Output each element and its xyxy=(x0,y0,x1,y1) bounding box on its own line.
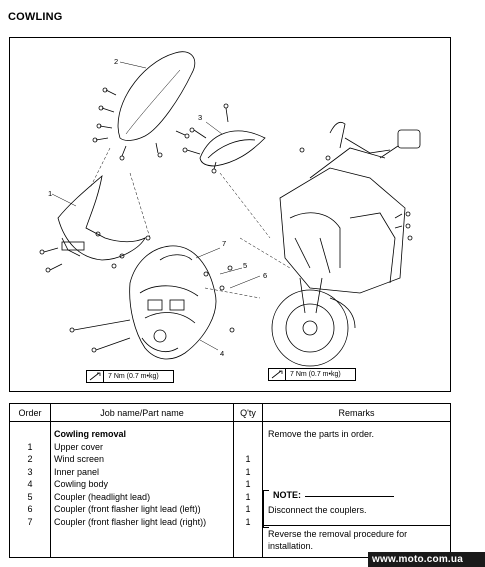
torque-wrench-icon xyxy=(87,371,104,382)
callout-5: 5 xyxy=(243,261,247,270)
order-column: 1 2 3 4 5 6 7 xyxy=(9,421,51,558)
footer-url[interactable]: www.moto.com.ua xyxy=(372,554,463,565)
table-header-row: Order Job name/Part name Q'ty Remarks xyxy=(9,403,451,422)
callout-6: 6 xyxy=(263,271,267,280)
note-text: Disconnect the couplers. xyxy=(268,505,367,515)
qty-cell: 1 xyxy=(245,491,251,502)
order-cell: 1 xyxy=(27,441,33,452)
upper-cover xyxy=(57,174,146,261)
qty-column: 1 1 1 1 1 1 xyxy=(233,421,263,558)
torque-value: 7 Nm (0.7 m•kg) xyxy=(108,373,159,380)
remarks-column: Remove the parts in order. NOTE: Disconn… xyxy=(262,421,451,558)
part-name: Coupler (front flasher light lead (right… xyxy=(54,516,207,527)
part-name: Wind screen xyxy=(54,454,105,464)
cowling-body xyxy=(129,245,217,360)
torque-value: 7 Nm (0.7 m•kg) xyxy=(290,371,341,378)
order-cell: 4 xyxy=(27,479,33,489)
part-name: Upper cover xyxy=(54,441,104,452)
qty-cell: 1 xyxy=(245,516,251,527)
table-body-row: 1 2 3 4 5 6 7 Cowling removal Upper cove… xyxy=(9,421,451,558)
qty-cell xyxy=(234,441,262,454)
note-rule xyxy=(305,496,394,497)
callout-1: 1 xyxy=(48,189,52,198)
wind-screen xyxy=(117,51,196,141)
qty-cell: 1 xyxy=(245,504,251,514)
part-name: Coupler (headlight lead) xyxy=(54,491,151,502)
header-order: Order xyxy=(9,403,51,422)
part-name: Cowling body xyxy=(54,479,109,489)
note-bracket xyxy=(263,490,269,528)
remarks-reverse-line1: Reverse the removal procedure for xyxy=(268,529,408,539)
footer-bar xyxy=(368,552,485,567)
callout-7: 7 xyxy=(222,239,226,248)
torque-wrench-icon xyxy=(269,369,286,380)
part-name: Inner panel xyxy=(54,466,100,477)
motorcycle-frame xyxy=(279,167,406,294)
header-job: Job name/Part name xyxy=(50,403,234,422)
header-qty: Q'ty xyxy=(233,403,263,422)
page-title: COWLING xyxy=(8,11,63,23)
callout-2: 2 xyxy=(114,57,118,66)
qty-cell: 1 xyxy=(245,466,251,477)
callout-4: 4 xyxy=(220,349,224,358)
torque-spec-right: 7 Nm (0.7 m•kg) xyxy=(268,368,356,381)
note-label: NOTE: xyxy=(273,490,301,500)
remarks-remove-order: Remove the parts in order. xyxy=(268,429,375,439)
callout-3: 3 xyxy=(198,113,202,122)
front-wheel xyxy=(271,289,349,367)
order-cell: 7 xyxy=(27,516,33,527)
job-column: Cowling removal Upper cover Wind screen … xyxy=(50,421,234,558)
job-table: Order Job name/Part name Q'ty Remarks 1 … xyxy=(9,403,451,558)
torque-spec-left: 7 Nm (0.7 m•kg) xyxy=(86,370,174,383)
qty-cell: 1 xyxy=(245,454,251,464)
section-title: Cowling removal xyxy=(54,429,127,439)
inner-panel xyxy=(199,130,266,167)
qty-cell: 1 xyxy=(245,479,251,489)
order-cell: 2 xyxy=(27,454,33,464)
part-name: Coupler (front flasher light lead (left)… xyxy=(54,504,201,514)
order-cell: 3 xyxy=(27,466,33,477)
remarks-divider xyxy=(263,525,450,526)
remarks-reverse-line2: installation. xyxy=(268,541,314,551)
order-cell: 5 xyxy=(27,491,33,502)
exploded-diagram: 1 2 3 4 5 6 7 xyxy=(9,37,451,392)
cowling-illustration: 1 2 3 4 5 6 7 xyxy=(39,51,421,367)
order-cell: 6 xyxy=(27,504,33,514)
header-remarks: Remarks xyxy=(262,403,451,422)
